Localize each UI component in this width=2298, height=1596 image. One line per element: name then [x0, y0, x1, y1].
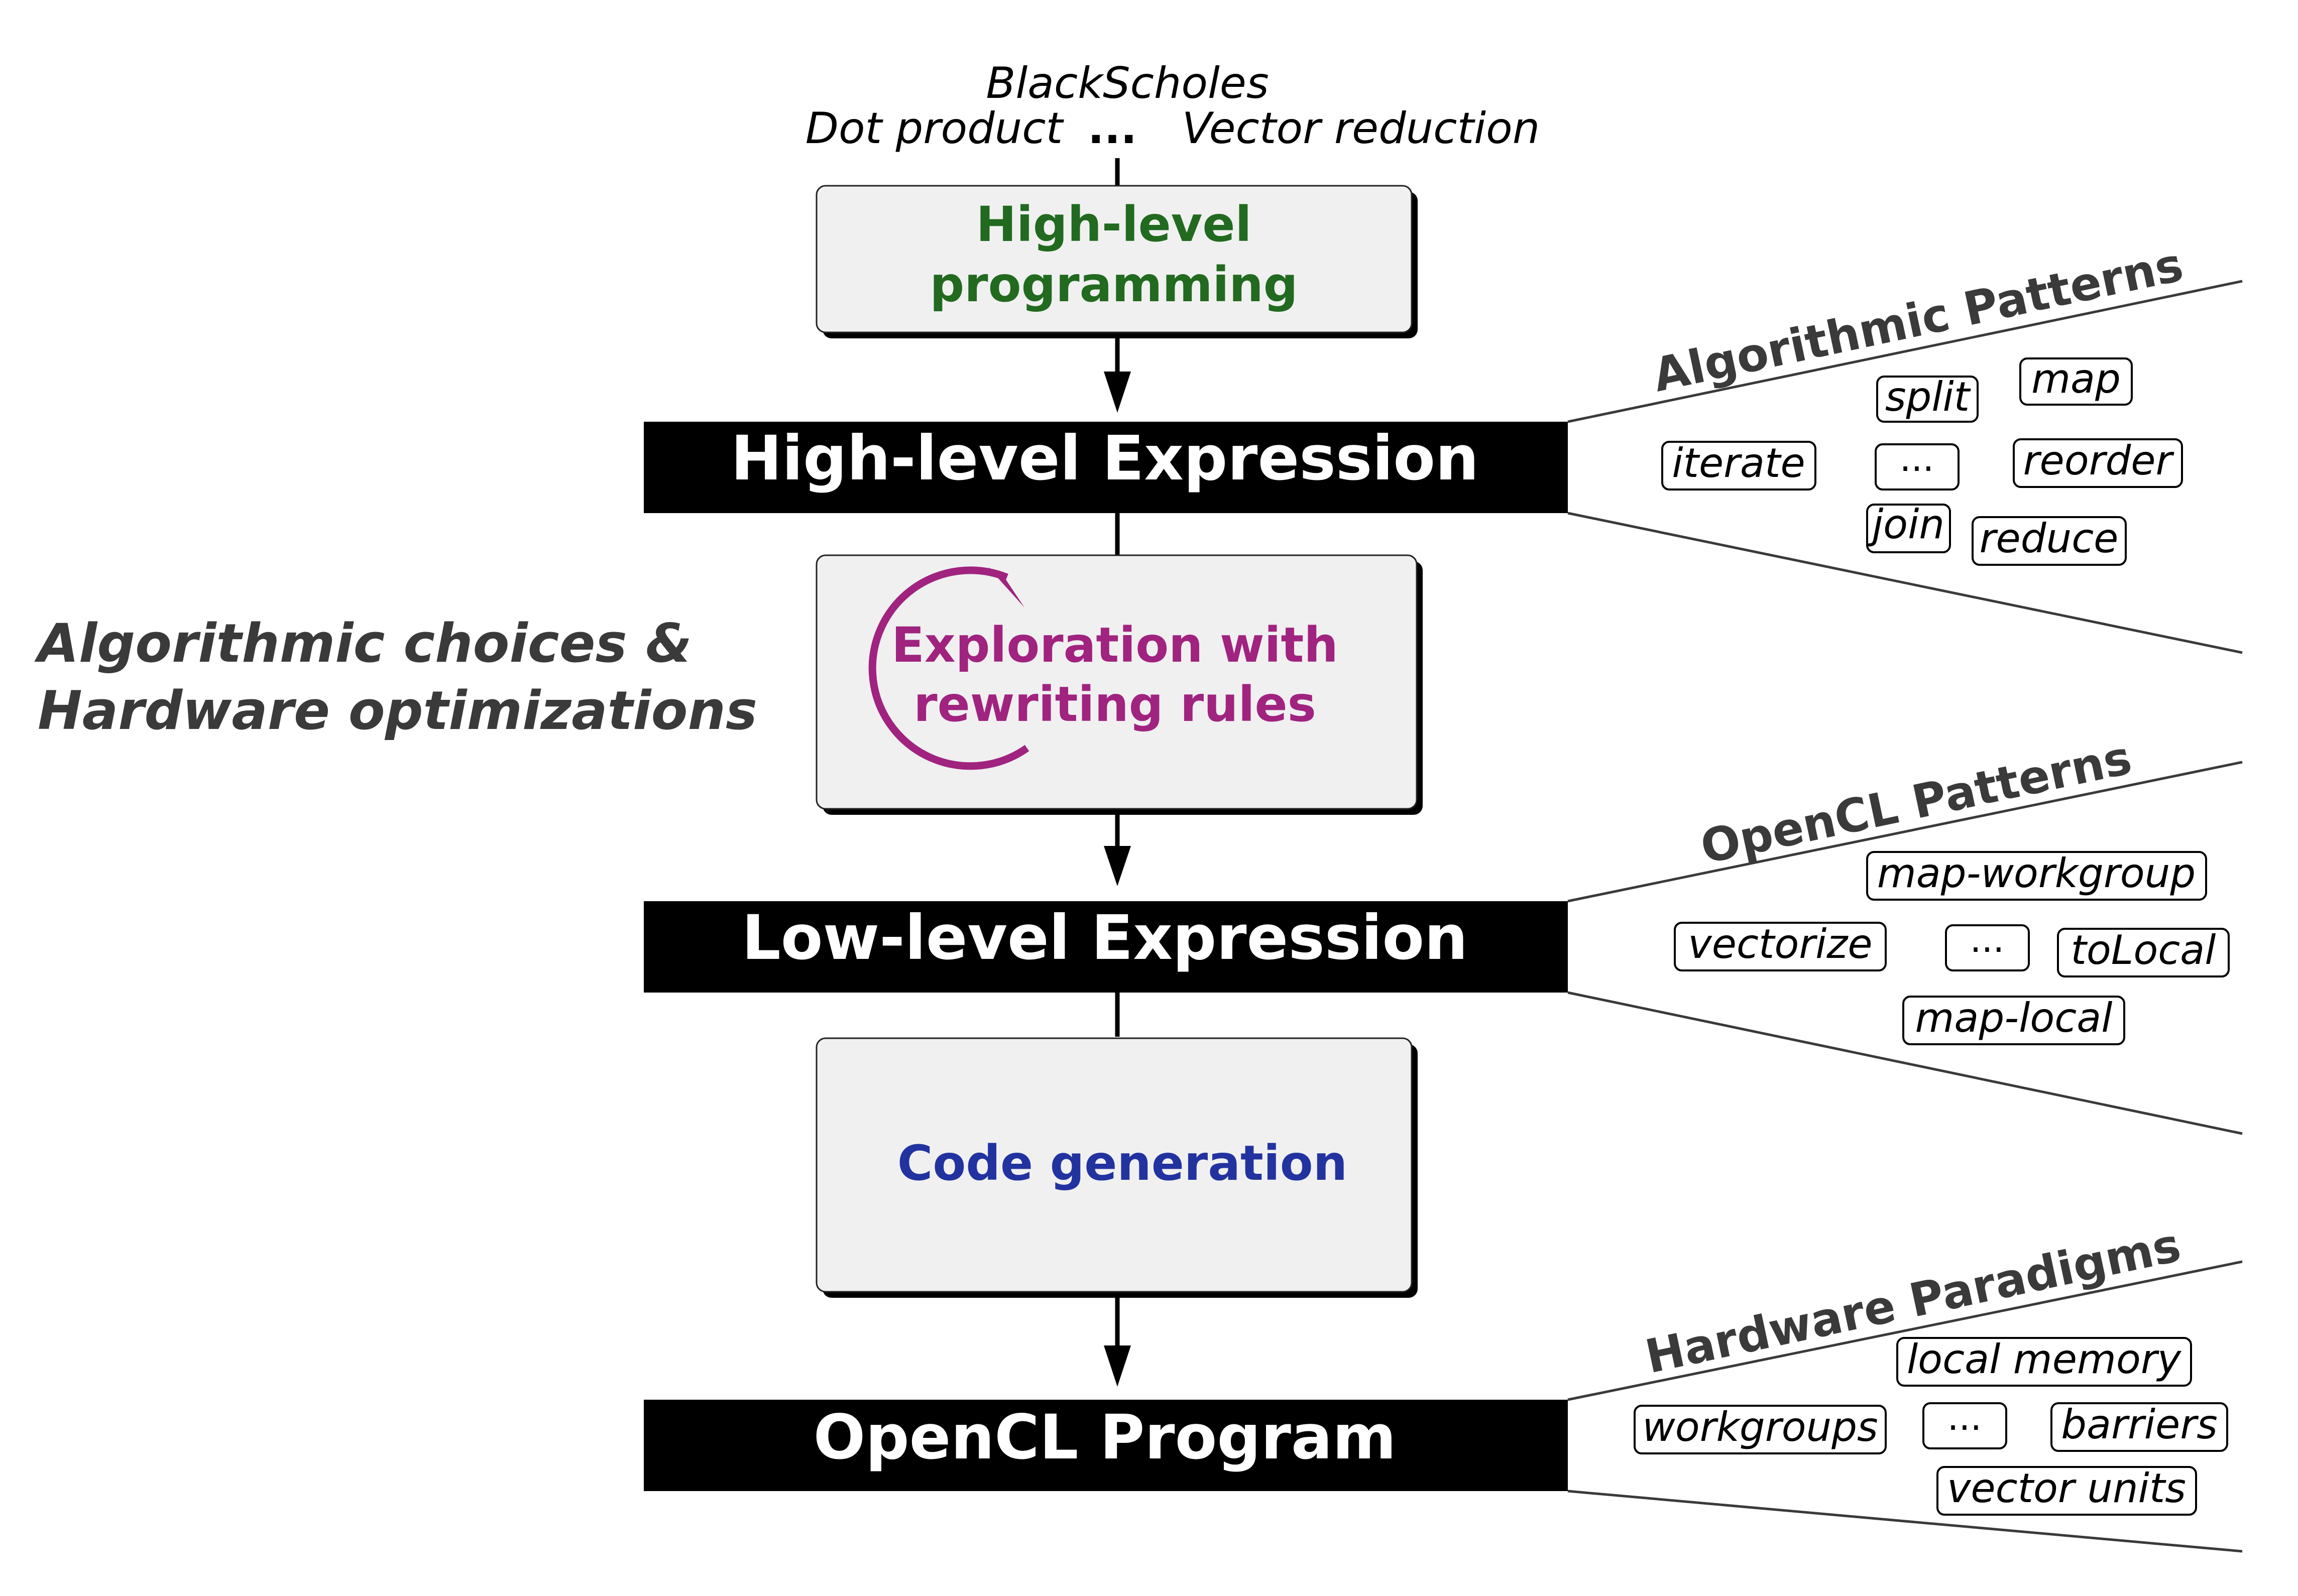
algorithmic-pattern-chips: split map iterate ... reorder join reduc… — [1661, 355, 2183, 566]
code-generation-label: Code generation — [897, 1135, 1347, 1191]
exploration-line1: Exploration with — [891, 617, 1338, 673]
pattern-chip-label: reorder — [2023, 437, 2175, 484]
pattern-chip: vectorize — [1674, 921, 1887, 971]
input-dot-product: Dot product — [806, 103, 1065, 154]
pattern-chip-label: ... — [1900, 437, 1934, 479]
pattern-chip-label: iterate — [1672, 440, 1805, 486]
code-generation-box: Code generation — [816, 1037, 1418, 1298]
pattern-chip: map-local — [1902, 995, 2125, 1045]
pattern-chip: reduce — [1972, 515, 2127, 566]
high-level-expression-stage: High-level Expression — [644, 422, 1568, 513]
pattern-chip: split — [1876, 374, 1979, 423]
input-ellipsis: ... — [1088, 103, 1137, 154]
pattern-chip: map-workgroup — [1866, 850, 2207, 901]
pattern-chip-label: split — [1885, 374, 1971, 420]
pattern-chip: local memory — [1896, 1336, 2192, 1387]
high-level-expression-label: High-level Expression — [731, 423, 1479, 494]
fan-line-algorithmic-bottom — [1567, 512, 2243, 654]
fan-line-opencl-bottom — [1567, 991, 2243, 1135]
rewrite-cycle-arrowhead-icon — [988, 567, 1024, 607]
pattern-chip-label: vector units — [1947, 1465, 2186, 1512]
side-caption-line1: Algorithmic choices & — [34, 612, 692, 674]
low-level-expression-stage: Low-level Expression — [644, 901, 1568, 993]
pattern-chip-label: workgroups — [1642, 1404, 1878, 1450]
arrowhead-to-high-level-expression — [1104, 372, 1131, 413]
fan-line-hardware-bottom — [1567, 1490, 2243, 1553]
pattern-chip: reorder — [2013, 437, 2183, 488]
fan-line-hardware-top — [1567, 1260, 2243, 1401]
pattern-chip-label: vectorize — [1688, 921, 1872, 967]
opencl-program-label: OpenCL Program — [814, 1402, 1397, 1473]
pattern-chip-label: reduce — [1980, 515, 2119, 562]
exploration-box: Exploration with rewriting rules — [816, 554, 1423, 815]
opencl-program-stage: OpenCL Program — [644, 1400, 1568, 1491]
fan-line-algorithmic-top — [1567, 280, 2243, 423]
opencl-pattern-chips: map-workgroup vectorize ... toLocal map-… — [1674, 850, 2230, 1045]
side-caption-line2: Hardware optimizations — [38, 680, 757, 742]
high-level-programming-line1: High-level — [976, 196, 1252, 253]
input-vector-reduction: Vector reduction — [1182, 103, 1540, 154]
arrowhead-to-low-level-expression — [1104, 846, 1131, 886]
pattern-chip: iterate — [1661, 440, 1816, 490]
pattern-chip: ... — [1945, 918, 2030, 971]
exploration-line2: rewriting rules — [913, 676, 1316, 732]
pattern-chip-label: barriers — [2061, 1401, 2218, 1448]
low-level-expression-label: Low-level Expression — [742, 902, 1468, 973]
pattern-chip: map — [2019, 355, 2133, 406]
high-level-programming-line2: programming — [930, 257, 1298, 313]
pattern-chip-label: ... — [1970, 918, 2005, 960]
high-level-programming-box: High-level programming — [816, 185, 1418, 338]
pattern-chip-label: map-workgroup — [1877, 850, 2196, 897]
pattern-chip-label: toLocal — [2071, 927, 2216, 973]
pattern-chip-label: map — [2031, 355, 2121, 402]
pattern-chip: workgroups — [1634, 1404, 1887, 1454]
pattern-chip: vector units — [1936, 1465, 2197, 1516]
pattern-chip-label: local memory — [1907, 1336, 2182, 1383]
pattern-chip: join — [1866, 501, 1951, 553]
pattern-chip-label: map-local — [1915, 995, 2112, 1041]
input-blackscholes: BlackScholes — [986, 58, 1269, 108]
pattern-chip: ... — [1875, 437, 1960, 490]
pattern-chip: ... — [1922, 1396, 2007, 1449]
hardware-paradigm-chips: local memory workgroups ... barriers vec… — [1634, 1336, 2228, 1516]
pattern-chip-label: join — [1867, 501, 1944, 548]
fan-line-opencl-top — [1567, 761, 2243, 903]
arrowhead-to-opencl-program — [1104, 1345, 1131, 1387]
rewrite-cycle-icon — [868, 566, 1029, 770]
pattern-chip: barriers — [2050, 1401, 2228, 1452]
pattern-chip-label: ... — [1947, 1396, 1982, 1438]
pattern-chip: toLocal — [2057, 927, 2230, 977]
